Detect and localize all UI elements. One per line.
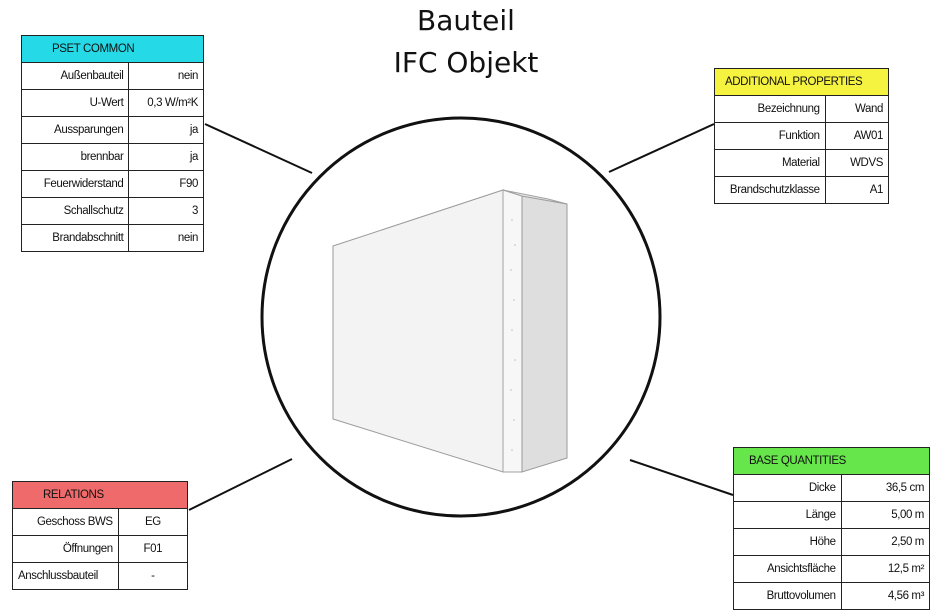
property-name: Öffnungen bbox=[12, 535, 119, 563]
connector-base-quantities bbox=[629, 459, 734, 496]
property-name: Ansichtsfläche bbox=[733, 555, 842, 583]
property-value: 0,3 W/m²K bbox=[128, 89, 204, 117]
property-name: Schallschutz bbox=[20, 197, 130, 225]
relations-header: RELATIONS bbox=[12, 481, 188, 509]
property-name: Bruttovolumen bbox=[733, 582, 842, 610]
property-name: Bezeichnung bbox=[714, 95, 826, 123]
property-value: 3 bbox=[128, 197, 204, 225]
table-row: Anschlussbauteil- bbox=[12, 562, 189, 590]
connector-pset-common bbox=[204, 123, 313, 174]
connector-additional-properties bbox=[608, 123, 715, 173]
title-line-1: Bauteil bbox=[417, 4, 515, 37]
property-value: 36,5 cm bbox=[840, 474, 931, 502]
property-value: F90 bbox=[128, 170, 204, 198]
property-value: A1 bbox=[824, 176, 890, 204]
property-value: 5,00 m bbox=[840, 501, 931, 529]
property-name: Außenbauteil bbox=[20, 62, 130, 90]
property-value: 4,56 m³ bbox=[840, 582, 931, 610]
property-name: U-Wert bbox=[20, 89, 130, 117]
property-value: AW01 bbox=[824, 122, 890, 150]
property-value: WDVS bbox=[824, 149, 890, 177]
property-name: Material bbox=[714, 149, 826, 177]
pset-common-header: PSET COMMON bbox=[21, 35, 204, 63]
property-name: brennbar bbox=[20, 143, 130, 171]
property-value: F01 bbox=[117, 535, 189, 563]
connector-relations bbox=[188, 458, 293, 511]
wall-3d-icon bbox=[332, 189, 568, 473]
property-value: EG bbox=[117, 508, 189, 536]
property-name: Länge bbox=[733, 501, 842, 529]
property-value: 12,5 m² bbox=[840, 555, 931, 583]
additional-properties-header: ADDITIONAL PROPERTIES bbox=[714, 68, 889, 96]
base-quantities-header: BASE QUANTITIES bbox=[733, 447, 930, 475]
property-name: Funktion bbox=[714, 122, 826, 150]
title-line-2: IFC Objekt bbox=[393, 46, 539, 79]
property-name: Brandschutzklasse bbox=[714, 176, 826, 204]
property-value: nein bbox=[128, 62, 204, 90]
property-value: ja bbox=[128, 116, 204, 144]
property-value: 2,50 m bbox=[840, 528, 931, 556]
property-value: Wand bbox=[824, 95, 890, 123]
property-value: - bbox=[117, 562, 189, 590]
property-value: nein bbox=[128, 224, 204, 252]
property-name: Höhe bbox=[733, 528, 842, 556]
property-name: Feuerwiderstand bbox=[20, 170, 130, 198]
property-name: Aussparungen bbox=[20, 116, 130, 144]
property-name: Anschlussbauteil bbox=[12, 562, 119, 590]
property-value: ja bbox=[128, 143, 204, 171]
property-name: Brandabschnitt bbox=[20, 224, 130, 252]
property-name: Dicke bbox=[733, 474, 842, 502]
property-name: Geschoss BWS bbox=[12, 508, 119, 536]
